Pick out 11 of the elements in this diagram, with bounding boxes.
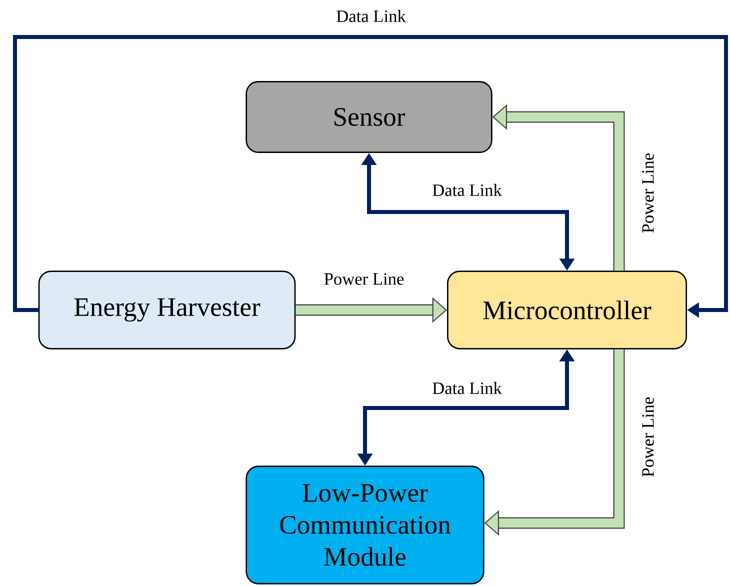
edge-label: Power Line (322, 272, 406, 286)
edge-label: Data Link (430, 182, 504, 198)
process-box: Low-Power Communication Module (246, 466, 484, 584)
arrow (13, 35, 728, 318)
edge-label: Data Link (430, 380, 504, 396)
edge-label: Data Link (334, 8, 408, 24)
process-box: Energy Harvester (38, 270, 296, 350)
process-box: Sensor (246, 81, 492, 153)
edge-label: Power Line (640, 151, 656, 235)
edge-label: Power Line (640, 395, 656, 479)
process-box: Microcontroller (447, 270, 687, 350)
